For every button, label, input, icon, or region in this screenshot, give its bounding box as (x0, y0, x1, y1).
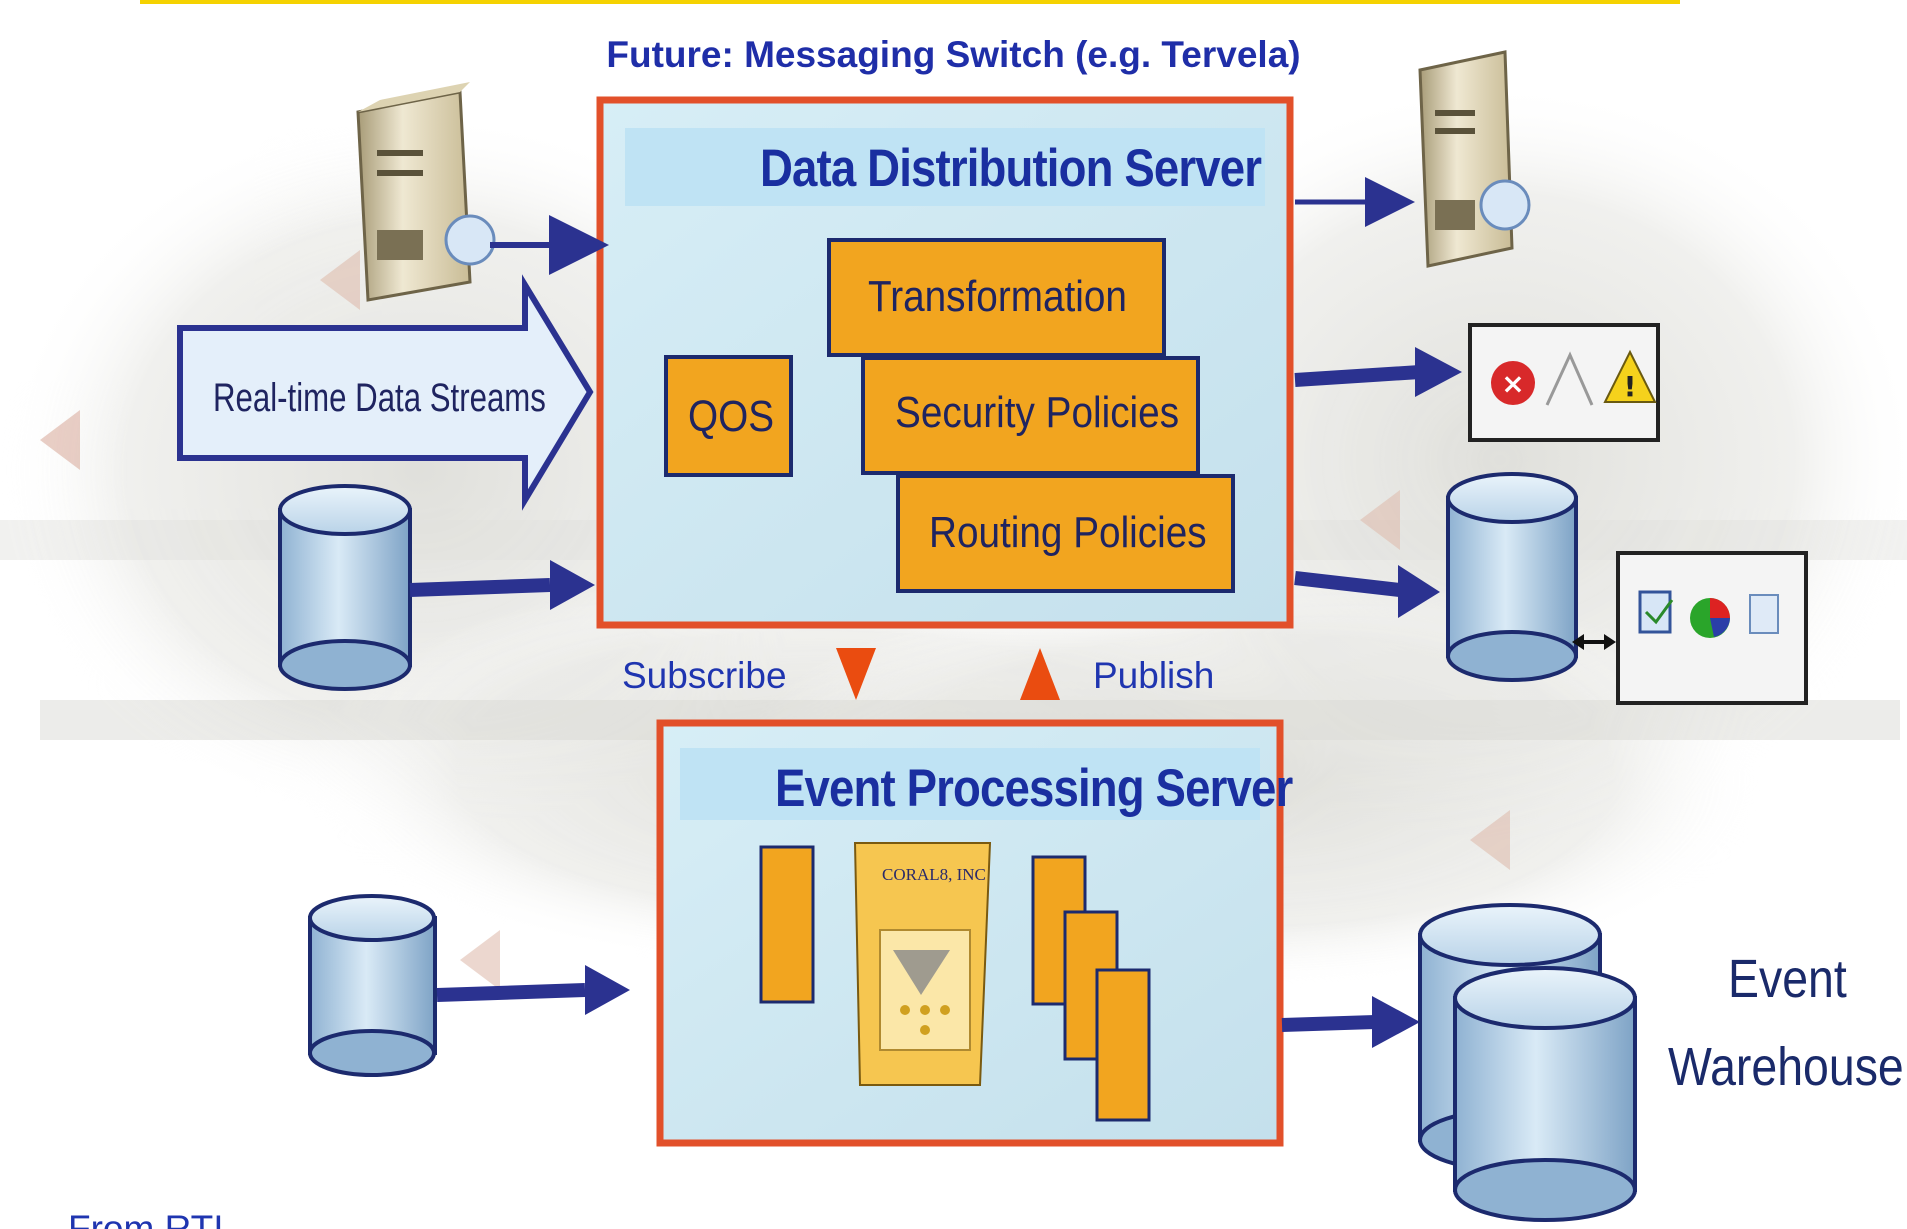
error-icon (1491, 361, 1535, 405)
subscribe-arrow (836, 648, 876, 700)
future-messaging-switch-title: Future: Messaging Switch (e.g. Tervela) (606, 34, 1301, 75)
security-policies-module (861, 356, 1200, 475)
event-warehouse-label-line1: Event (1728, 949, 1847, 1009)
arrow-dds-to-alerts (1294, 365, 1421, 387)
event-warehouse-label-line2: Warehouse (1668, 1037, 1904, 1097)
alerts-panel: × ! (1468, 323, 1660, 442)
arrow-dds-to-db (1294, 571, 1401, 597)
svg-text:!: ! (1624, 370, 1637, 403)
security-policies-label: Security Policies (895, 388, 1180, 437)
dds-modules (664, 238, 1235, 593)
qos-label: QOS (688, 392, 775, 441)
tools-panel (1616, 551, 1808, 705)
transformation-label: Transformation (868, 272, 1127, 321)
warehouse-database-icon (1418, 903, 1637, 1222)
database-icon-left-1 (278, 484, 412, 691)
coral8-logo-text: CORAL8, INC (882, 865, 986, 884)
subscribe-label: Subscribe (622, 655, 787, 696)
clock-icon (444, 214, 496, 266)
server-icon-left (356, 82, 496, 302)
source-credit: From RTI (68, 1208, 224, 1229)
event-processing-server-title: Event Processing Server (775, 759, 1293, 818)
arrow-eps-to-warehouse (1281, 1015, 1376, 1032)
real-time-streams-arrow (177, 274, 594, 511)
warning-icon (1603, 349, 1657, 403)
server-icon-right (1418, 50, 1531, 268)
arrow-db1-to-dds (409, 578, 551, 597)
svg-text:×: × (1501, 367, 1524, 400)
publish-label: Publish (1093, 655, 1215, 696)
eps-title-band (680, 748, 1260, 820)
real-time-data-streams-label: Real-time Data Streams (213, 376, 546, 420)
database-icon-left-2 (308, 894, 437, 1077)
qos-module (664, 355, 793, 477)
eps-block-left (759, 845, 815, 1004)
routing-policies-module (896, 474, 1235, 593)
data-distribution-server-title: Data Distribution Server (760, 139, 1262, 198)
chart-icon (1638, 590, 1672, 634)
routing-policies-label: Routing Policies (929, 508, 1207, 557)
threshold-icon (1545, 351, 1594, 406)
document-icon (1749, 594, 1779, 634)
database-icon-right (1446, 472, 1578, 682)
publish-arrow (1020, 648, 1060, 700)
transformation-module (827, 238, 1166, 357)
clock-icon (1479, 179, 1531, 231)
eps-stack-3 (1095, 968, 1151, 1122)
top-rule (140, 0, 1680, 4)
dds-title-band (625, 128, 1265, 206)
arrow-db2-to-eps (436, 983, 586, 1002)
eps-components (759, 842, 1151, 1122)
